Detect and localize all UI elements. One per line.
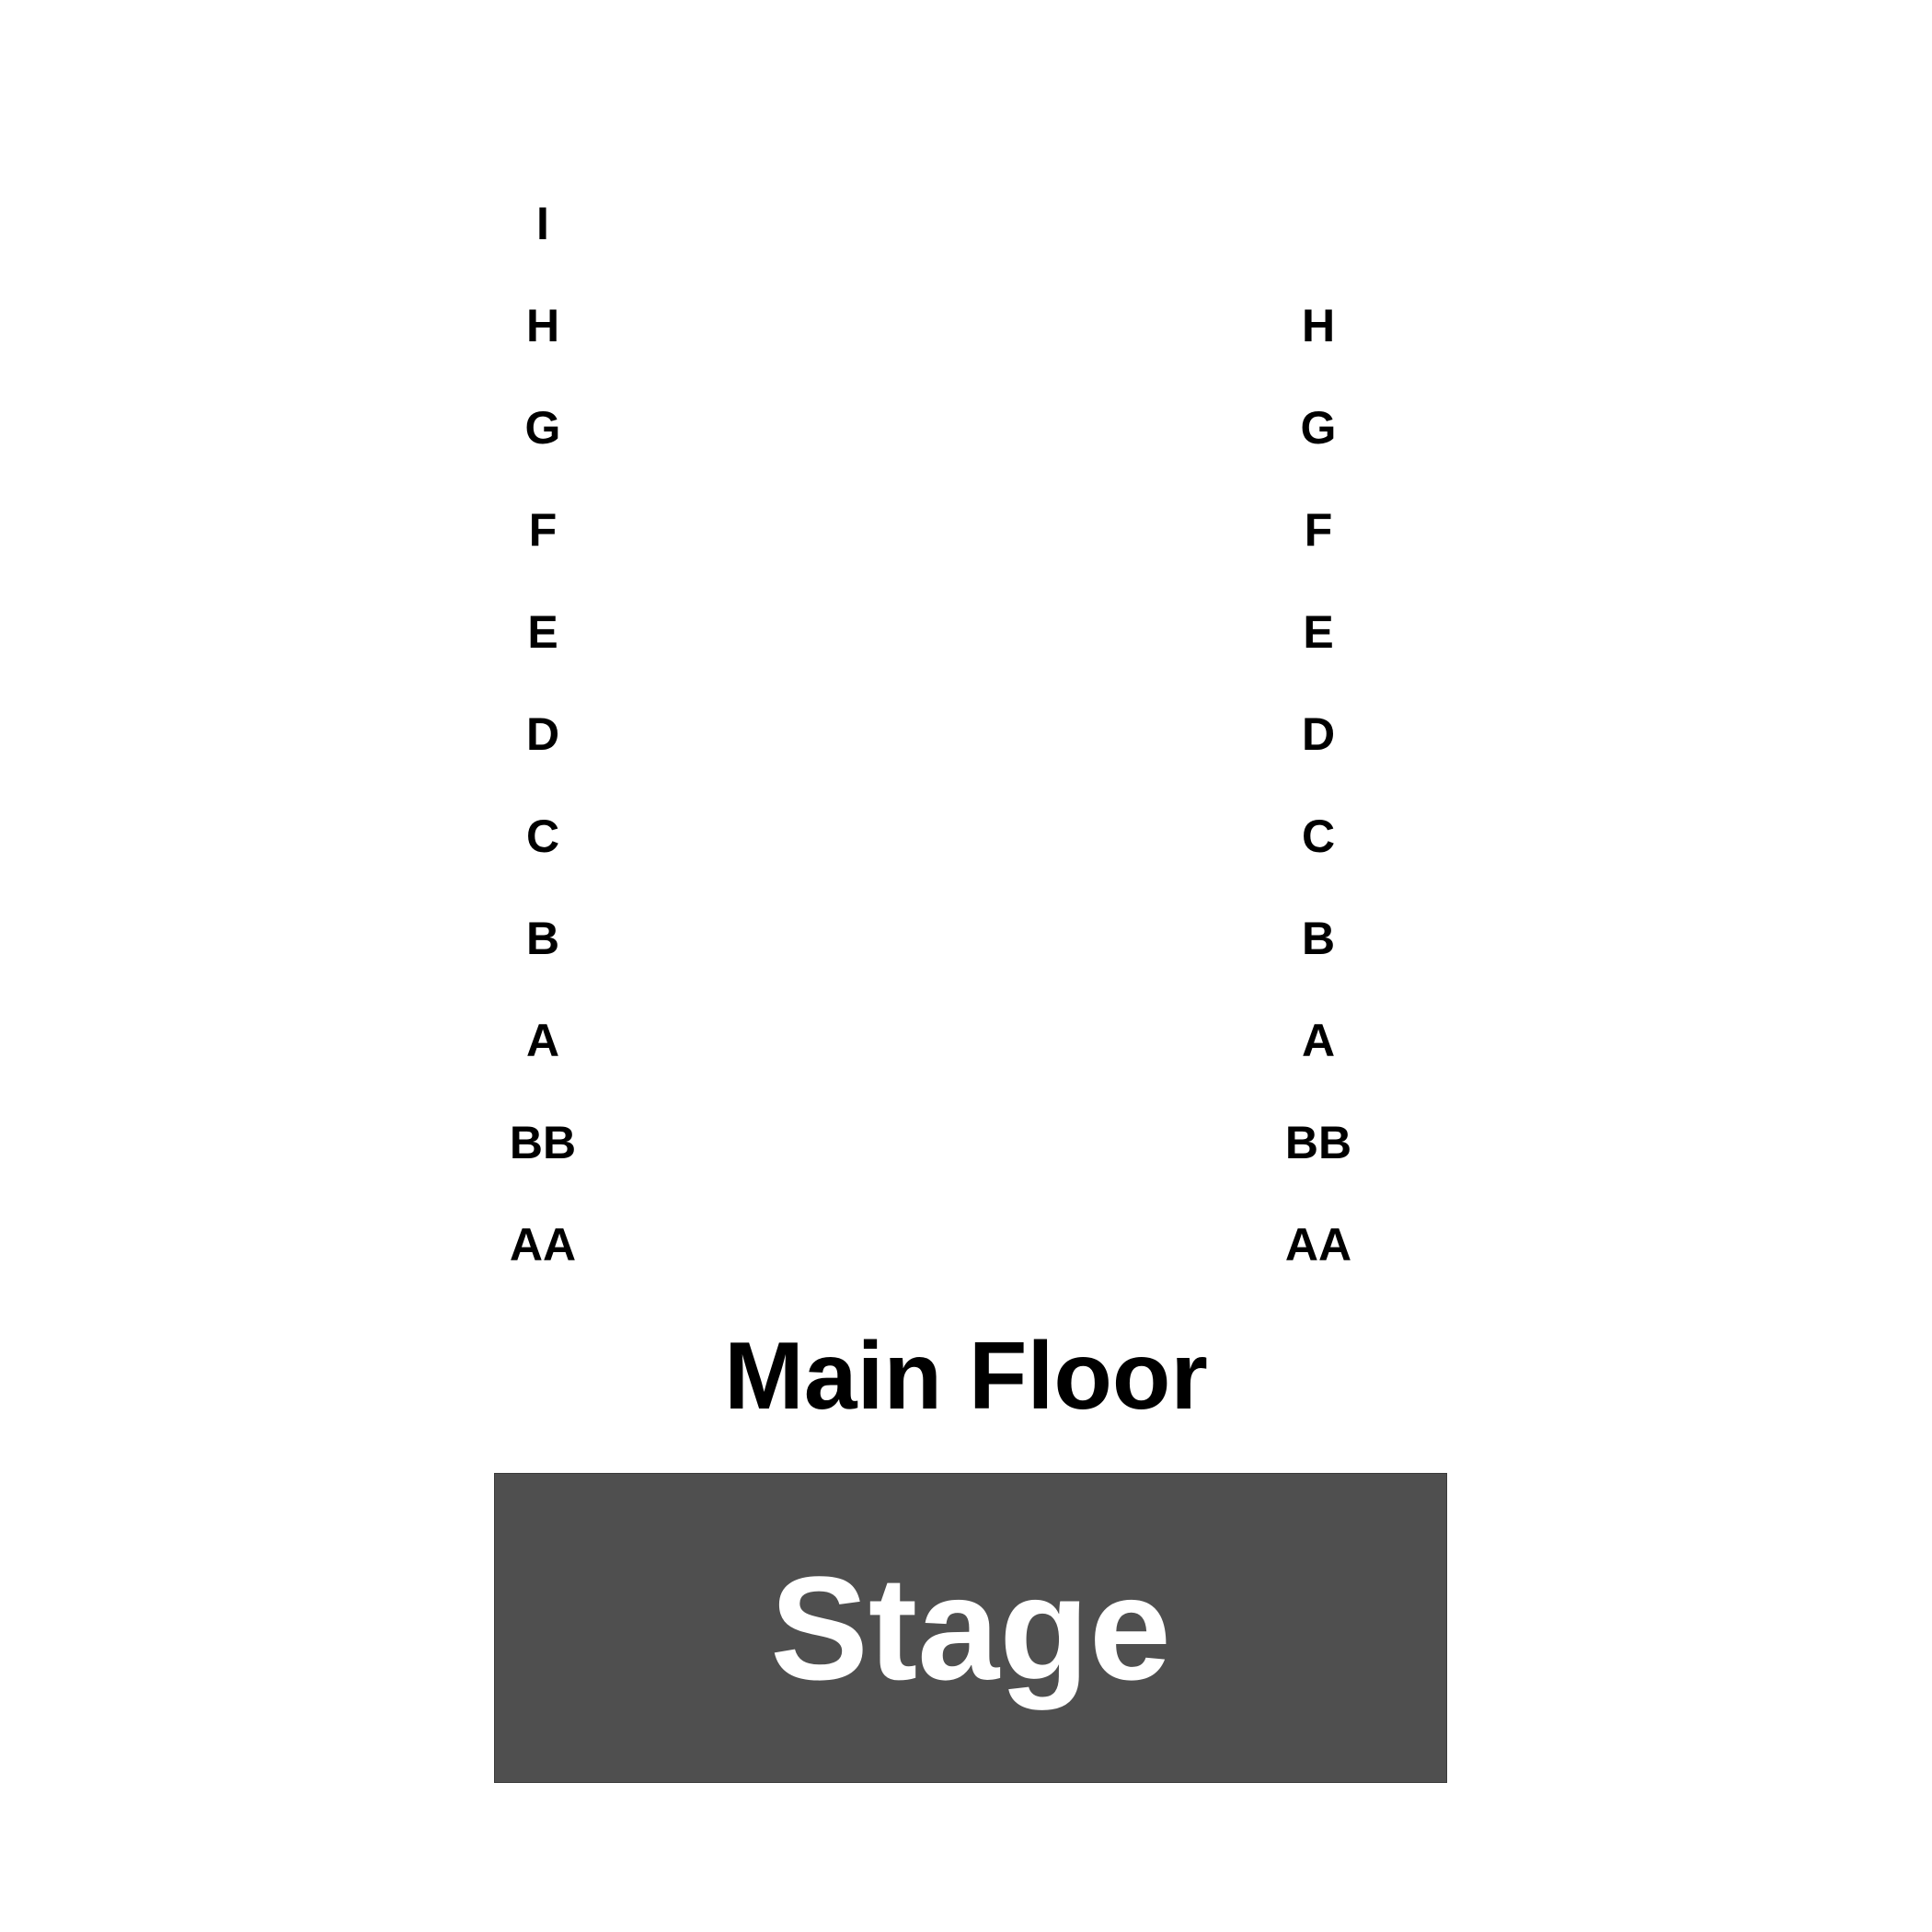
left-row-labels: I H G F E D C B A BB AA bbox=[469, 190, 616, 1314]
row-label-d: D bbox=[525, 708, 560, 760]
row-label-aa: AA bbox=[1284, 1219, 1352, 1271]
row-label-b: B bbox=[1301, 913, 1336, 964]
row-label-bb: BB bbox=[1284, 1117, 1352, 1168]
row-label-e: E bbox=[527, 606, 558, 658]
row-label-f: F bbox=[528, 504, 558, 556]
row-label-i: I bbox=[536, 198, 549, 249]
section-label-main-floor: Main Floor bbox=[724, 1323, 1208, 1430]
row-label-h: H bbox=[525, 300, 560, 351]
row-label-empty bbox=[1245, 190, 1392, 293]
row-label-d: D bbox=[1301, 708, 1336, 760]
stage-label: Stage bbox=[770, 1545, 1171, 1710]
row-label-a: A bbox=[1301, 1015, 1336, 1066]
row-label-f: F bbox=[1304, 504, 1333, 556]
row-label-c: C bbox=[525, 811, 560, 862]
right-row-labels: H G F E D C B A BB AA bbox=[1245, 190, 1392, 1314]
row-label-e: E bbox=[1303, 606, 1334, 658]
row-label-b: B bbox=[525, 913, 560, 964]
row-label-a: A bbox=[525, 1015, 560, 1066]
row-label-c: C bbox=[1301, 811, 1336, 862]
stage-area: Stage bbox=[494, 1473, 1447, 1783]
row-label-bb: BB bbox=[509, 1117, 577, 1168]
row-label-h: H bbox=[1301, 300, 1336, 351]
row-label-aa: AA bbox=[509, 1219, 577, 1271]
row-label-g: G bbox=[524, 402, 561, 454]
row-label-g: G bbox=[1300, 402, 1337, 454]
